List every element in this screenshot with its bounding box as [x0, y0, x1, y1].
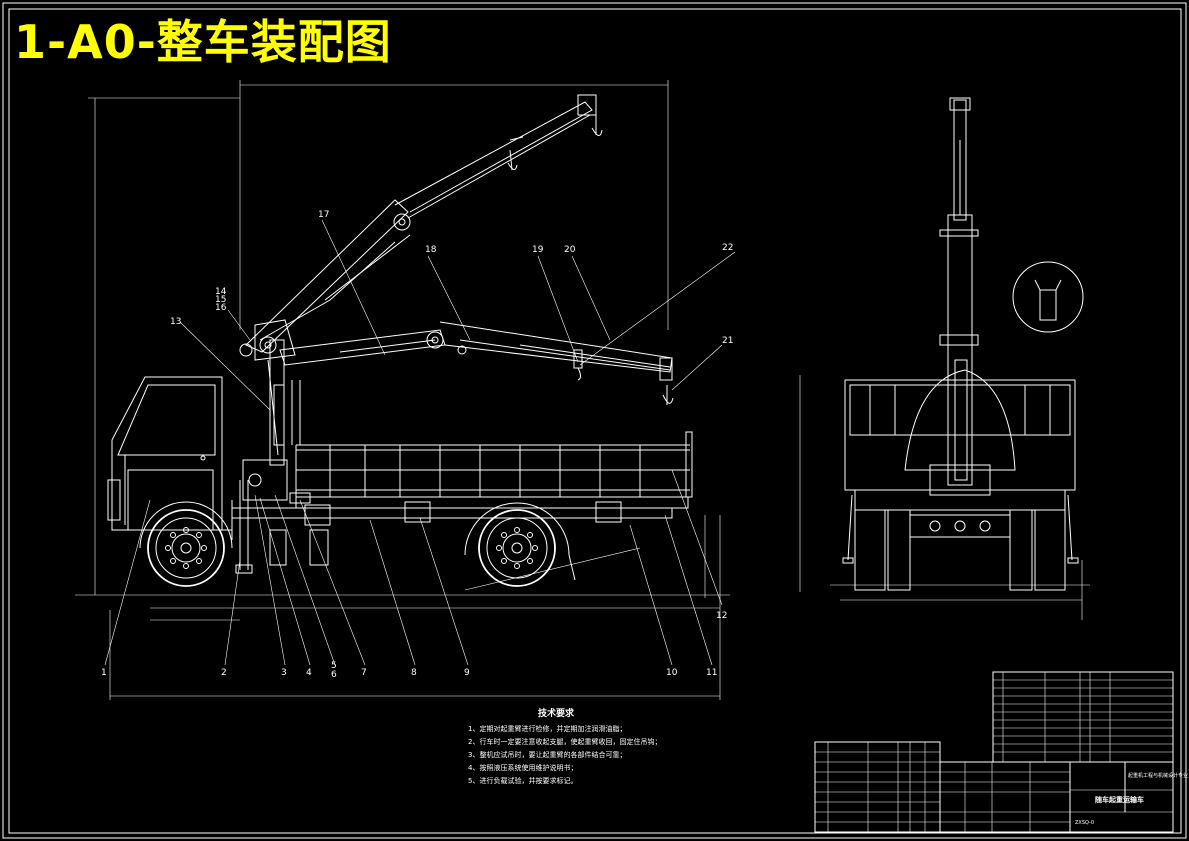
side-view: 1 2 3 4 5 6 7 8 9 10 11 12 13 14 15 16 1…	[75, 80, 736, 700]
part-label-14: 14	[215, 287, 227, 297]
note-line-2: 2、行车时一定要注意收起支腿，使起重臂收回，固定住吊钩；	[468, 737, 661, 746]
technical-notes: 技术要求 1、定期对起重臂进行检修，并定期加注润滑油脂； 2、行车时一定要注意收…	[468, 707, 661, 785]
detail-view-circle	[1012, 261, 1084, 333]
title-block: 起重机工程与机械设计专业 随车起重运输车 ZXSQ-0	[939, 761, 1188, 833]
note-line-4: 4、按照液压系统使用维护说明书；	[468, 763, 577, 772]
part-label-17: 17	[318, 210, 329, 220]
part-label-16: 16	[215, 303, 227, 313]
part-label-11: 11	[706, 668, 717, 678]
part-label-1: 1	[101, 668, 107, 678]
rear-crane-column	[947, 214, 973, 486]
part-label-7: 7	[361, 668, 367, 678]
notes-heading: 技术要求	[538, 707, 575, 719]
crane-base	[242, 459, 288, 501]
part-label-5: 5	[331, 661, 337, 671]
parts-list-right	[992, 671, 1174, 763]
note-line-3: 3、整机应试吊时，要让起重臂的各部件结合可靠；	[468, 750, 626, 759]
main-boom	[279, 329, 446, 366]
part-label-6: 6	[331, 670, 337, 680]
part-label-15: 15	[215, 295, 226, 305]
part-label-2: 2	[221, 668, 227, 678]
title-block-code: ZXSQ-0	[1075, 820, 1094, 826]
rear-view	[799, 97, 1090, 620]
raised-boom	[245, 199, 409, 353]
part-label-18: 18	[425, 245, 437, 255]
part-label-10: 10	[666, 668, 678, 678]
parts-list-left	[814, 741, 941, 833]
title-block-org: 起重机工程与机械设计专业	[1128, 772, 1188, 779]
drawing-title: 1-A0-整车装配图	[14, 15, 392, 69]
front-wheel	[139, 501, 233, 587]
title-block-drawing-name: 随车起重运输车	[1095, 795, 1144, 804]
part-label-21: 21	[722, 336, 733, 346]
part-label-20: 20	[564, 245, 576, 255]
part-label-12: 12	[716, 611, 727, 621]
part-label-19: 19	[532, 245, 544, 255]
inner-border	[8, 8, 1182, 834]
leader-lines	[104, 219, 736, 666]
note-line-1: 1、定期对起重臂进行检修，并定期加注润滑油脂；	[468, 724, 626, 733]
rear-wheel	[464, 502, 576, 587]
part-label-4: 4	[306, 668, 312, 678]
note-line-5: 5、进行负载试验，并按要求标记。	[468, 776, 577, 785]
part-label-8: 8	[411, 668, 417, 678]
part-label-9: 9	[464, 668, 470, 678]
cargo-bed	[295, 431, 693, 509]
part-label-13: 13	[170, 317, 181, 327]
chassis-frame	[231, 507, 673, 519]
part-numbers: 1 2 3 4 5 6 7 8 9 10 11 12 13 14 15 16 1…	[101, 210, 733, 680]
part-label-22: 22	[722, 243, 733, 253]
part-label-3: 3	[281, 668, 287, 678]
